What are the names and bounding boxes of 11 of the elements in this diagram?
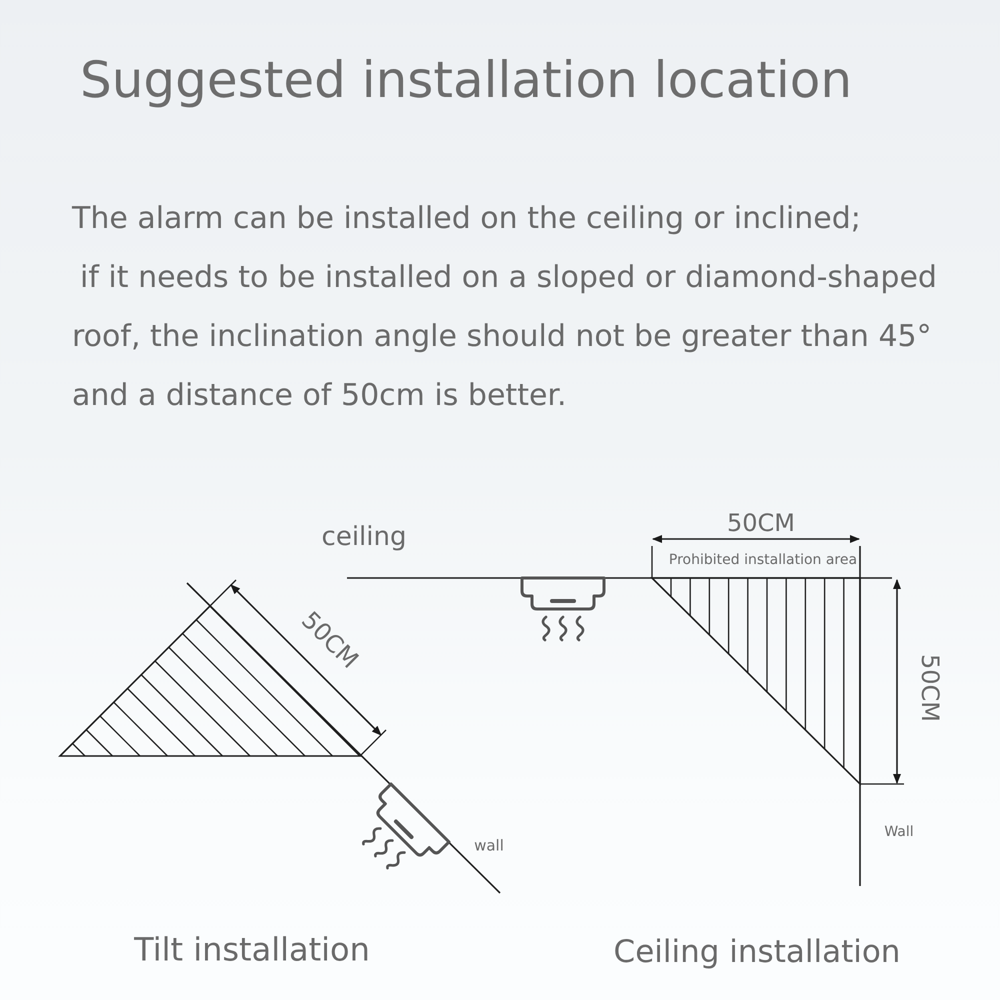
body-text: if it needs to be installed on a sloped or diamond-shaped roof, the inclination angle should not be greater than 45° and a distance of 50cm is better. [72,259,938,415]
body-text: The alarm can be installed on the ceiling or inclined; [72,200,862,238]
figure-caption: Ceiling installation [614,934,900,970]
surface-label: wall [474,838,504,854]
area-label: Prohibited installation area [668,552,858,568]
surface-label: ceiling [322,522,406,552]
figure-caption: Tilt installation [134,932,370,968]
dimension-label: 50CM [727,509,795,537]
surface-label: Wall [884,824,914,840]
dimension-label: 50CM [916,654,944,722]
title: Suggested installation location [80,50,852,110]
